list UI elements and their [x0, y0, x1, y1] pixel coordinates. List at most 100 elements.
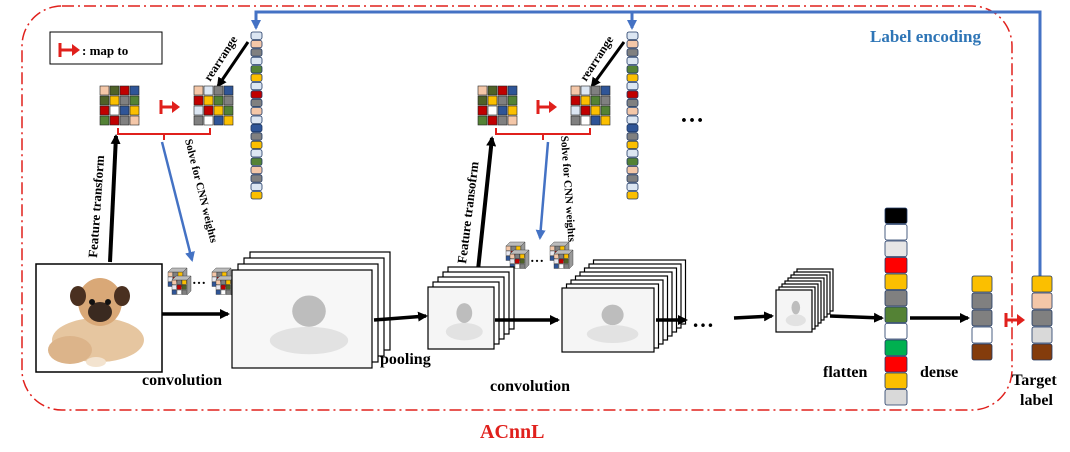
matrix-cell: [203, 105, 214, 116]
vector-cell: [250, 149, 263, 158]
matrix-cell: [497, 85, 508, 96]
vector-cell: [884, 389, 908, 406]
vector-cell: [1031, 292, 1053, 310]
vector-cell: [250, 174, 263, 183]
matrix-cell: [119, 85, 130, 96]
top-ellipsis: …: [680, 102, 704, 128]
map-to-icon: [1004, 313, 1025, 327]
cubes-ellipsis-1: …: [192, 273, 206, 288]
cnn-weight-cubes-1: [167, 267, 236, 296]
matrix-cell: [497, 95, 508, 106]
matrix-cell: [119, 105, 130, 116]
vector-cell: [250, 165, 263, 175]
matrix-cell: [507, 105, 518, 116]
flatten-label: flatten: [823, 364, 868, 381]
rearrange-arrow-2: [590, 41, 626, 88]
vector-cell: [626, 40, 639, 49]
vector-cell: [250, 31, 263, 40]
vector-cell: [1031, 309, 1053, 327]
feature-matrix-1: [99, 85, 140, 126]
matrix-cell: [193, 85, 204, 96]
matrix-cell: [109, 95, 120, 106]
conv-feature-maps-2: [561, 259, 687, 353]
matrix-cell: [477, 115, 488, 126]
solve-arrow-2: [535, 141, 550, 240]
matrix-cell: [213, 85, 224, 96]
matrix-cell: [570, 95, 581, 106]
vector-cell: [626, 165, 639, 175]
solve-bracket-1: [117, 128, 211, 140]
flow-arrow-6: [829, 312, 884, 323]
matrix-cell: [580, 85, 591, 96]
target-label-vector: [1031, 275, 1053, 361]
matrix-cell: [99, 85, 110, 96]
flow-ellipsis: …: [692, 307, 714, 332]
matrix-cell: [99, 95, 110, 106]
map-to-icon: [58, 43, 80, 57]
legend-box: : map to: [49, 31, 163, 65]
vector-cell: [626, 90, 639, 99]
vector-cell: [1031, 343, 1053, 361]
matrix-cell: [213, 115, 224, 126]
solve-bracket-2: [495, 128, 591, 140]
matrix-cell: [223, 95, 234, 106]
dense-output-vector: [971, 275, 993, 361]
matrix-cell: [507, 85, 518, 96]
matrix-cell: [129, 115, 140, 126]
matrix-cell: [590, 85, 601, 96]
matrix-cell: [487, 105, 498, 116]
solve-label-2: Solve for CNN weights: [558, 135, 577, 243]
matrix-cell: [223, 115, 234, 126]
vector-cell: [626, 56, 639, 66]
vector-cell: [1031, 275, 1053, 293]
vector-cell: [884, 240, 908, 257]
dog-photo-icon: [35, 263, 163, 373]
vector-cell: [250, 90, 263, 99]
vector-cell: [626, 48, 639, 57]
vector-cell: [884, 224, 908, 241]
vector-cell: [250, 182, 263, 191]
target-matrix-2: [570, 85, 611, 126]
vector-cell: [250, 98, 263, 107]
matrix-cell: [203, 115, 214, 126]
vector-cell: [971, 326, 993, 344]
vector-cell: [250, 65, 263, 74]
vector-cell: [626, 65, 639, 74]
map-to-icon: [159, 100, 180, 114]
matrix-cell: [99, 115, 110, 126]
vector-cell: [626, 107, 639, 116]
matrix-cell: [580, 115, 591, 126]
vector-cell: [626, 31, 639, 40]
matrix-cell: [497, 115, 508, 126]
label-vector-2: [626, 31, 639, 200]
matrix-cell: [487, 85, 498, 96]
vector-cell: [626, 174, 639, 183]
solve-arrow-1: [160, 141, 195, 262]
conv-feature-maps-1: [231, 251, 391, 369]
vector-cell: [884, 356, 908, 373]
vector-cell: [626, 124, 639, 133]
rearrange-label-1: rearrange: [201, 33, 241, 84]
matrix-cell: [507, 95, 518, 106]
vector-cell: [884, 339, 908, 356]
matrix-cell: [109, 115, 120, 126]
vector-cell: [250, 48, 263, 57]
matrix-cell: [477, 95, 488, 106]
vector-cell: [626, 115, 639, 124]
acnnl-title: ACnnL: [480, 421, 544, 443]
matrix-cell: [487, 95, 498, 106]
legend-text: : map to: [82, 43, 128, 58]
matrix-cell: [600, 115, 611, 126]
vector-cell: [884, 207, 908, 224]
vector-cell: [626, 98, 639, 107]
vector-cell: [626, 132, 639, 141]
vector-cell: [250, 82, 263, 91]
flow-arrow-2: [373, 311, 428, 322]
convolution-label-1: convolution: [142, 372, 222, 389]
target-label-line-2: label: [1020, 392, 1053, 409]
matrix-cell: [477, 85, 488, 96]
vector-cell: [250, 115, 263, 124]
feature-matrix-2: [477, 85, 518, 126]
vector-cell: [1031, 326, 1053, 344]
